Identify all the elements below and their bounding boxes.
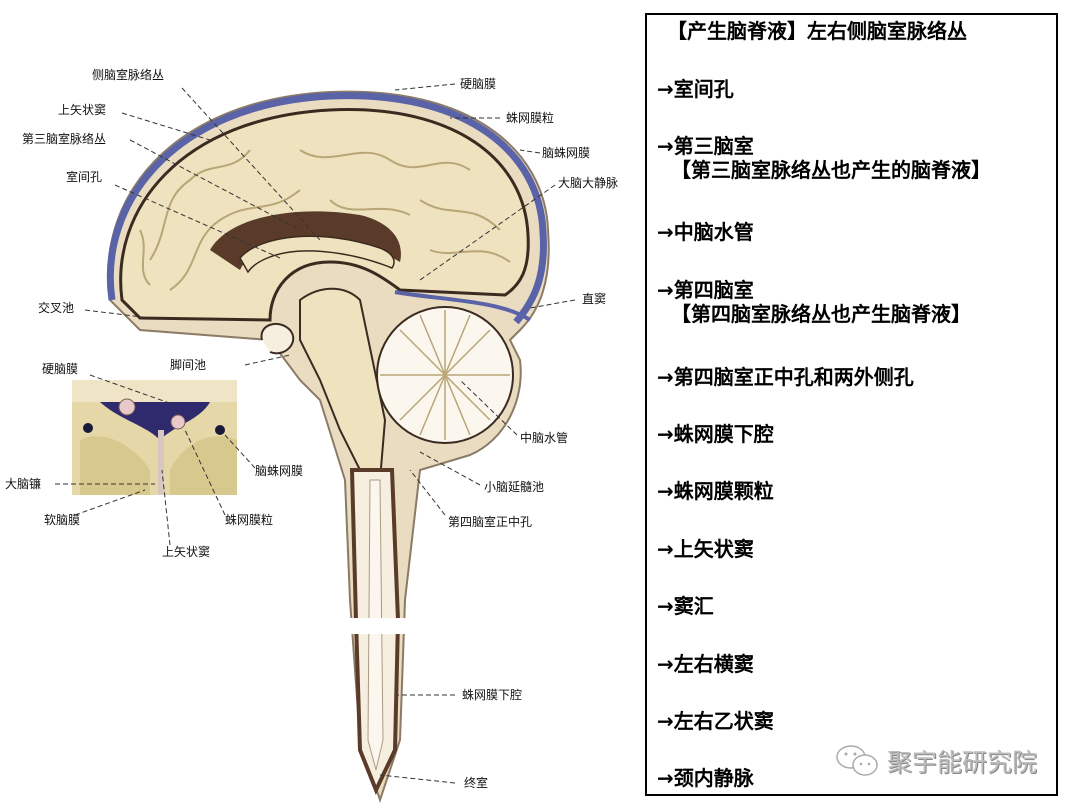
label-median-aperture: 第四脑室正中孔 (448, 515, 533, 529)
inset-label-superior-sagittal-sinus: 上矢状窦 (162, 545, 211, 559)
step-internal-jugular-vein: →颈内静脉 (657, 766, 754, 790)
step-subarachnoid-space: →蛛网膜下腔 (657, 422, 774, 446)
label-third-choroid-plexus: 第三脑室脉络丛 (22, 132, 107, 146)
label-subarachnoid-space: 蛛网膜下腔 (462, 688, 523, 702)
step-apertures: →第四脑室正中孔和两外侧孔 (657, 365, 914, 389)
label-superior-sagittal-sinus: 上矢状窦 (58, 103, 107, 117)
label-great-cerebral-vein: 大脑大静脉 (558, 176, 619, 190)
label-arachnoid: 脑蛛网膜 (542, 146, 591, 160)
step-confluence-of-sinuses: →窦汇 (657, 594, 714, 618)
label-cerebellomedullary-cistern: 小脑延髓池 (484, 480, 545, 494)
wechat-icon (836, 745, 878, 776)
label-arachnoid-granulation: 蛛网膜粒 (506, 111, 555, 125)
inset-label-falx-cerebri: 大脑镰 (5, 477, 42, 491)
step-arachnoid-granulations: →蛛网膜颗粒 (657, 479, 774, 503)
watermark-text: 聚宇能研究院 (887, 748, 1038, 777)
meninges-inset (72, 380, 237, 495)
step-note: 【第四脑室脉络丛也产生脑脊液】 (671, 302, 971, 326)
step-cerebral-aqueduct: →中脑水管 (657, 220, 754, 244)
label-chiasmatic-cistern: 交叉池 (38, 301, 75, 315)
step-third-ventricle: →第三脑室 【第三脑室脉络丛也产生的脑脊液】 (657, 134, 991, 182)
brain-sagittal-illustration (55, 83, 576, 804)
step-superior-sagittal-sinus: →上矢状窦 (657, 537, 754, 561)
brain-csf-diagram: 侧脑室脉络丛 上矢状窦 第三脑室脉络丛 室间孔 交叉池 脚间池 硬脑膜 蛛网膜粒… (5, 68, 619, 804)
panel-title: 【产生脑脊液】左右侧脑室脉络丛 (667, 19, 967, 43)
step-note: 【第三脑室脉络丛也产生的脑脊液】 (671, 158, 991, 182)
watermark: 聚宇能研究院 (835, 743, 1037, 779)
label-dura-mater: 硬脑膜 (460, 77, 497, 91)
label-cerebral-aqueduct: 中脑水管 (520, 431, 569, 445)
step-sigmoid-sinuses: →左右乙状窦 (657, 709, 774, 733)
inset-label-arachnoid: 脑蛛网膜 (255, 464, 304, 478)
step-transverse-sinuses: →左右横窦 (657, 652, 754, 676)
label-interventricular-foramen: 室间孔 (66, 170, 103, 184)
step-fourth-ventricle: →第四脑室 【第四脑室脉络丛也产生脑脊液】 (657, 278, 971, 326)
label-lateral-choroid-plexus: 侧脑室脉络丛 (92, 68, 165, 82)
csf-pathway-panel: 【产生脑脊液】左右侧脑室脉络丛 →室间孔 →第三脑室 【第三脑室脉络丛也产生的脑… (645, 13, 1058, 796)
label-straight-sinus: 直窦 (582, 292, 607, 306)
label-terminal-ventricle: 终室 (464, 776, 489, 790)
inset-label-dura-mater: 硬脑膜 (42, 362, 79, 376)
label-interpeduncular-cistern: 脚间池 (170, 358, 207, 372)
inset-label-pia-mater: 软脑膜 (44, 513, 81, 527)
step-interventricular-foramen: →室间孔 (657, 77, 734, 101)
inset-label-arachnoid-granulation: 蛛网膜粒 (225, 513, 274, 527)
